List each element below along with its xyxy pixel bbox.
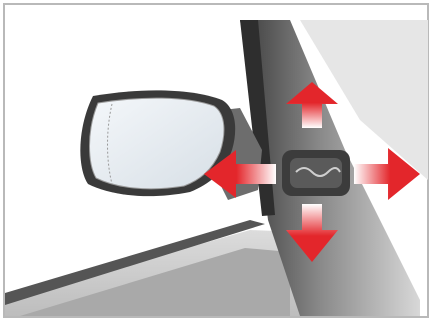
adjustment-knob-icon xyxy=(282,150,350,196)
